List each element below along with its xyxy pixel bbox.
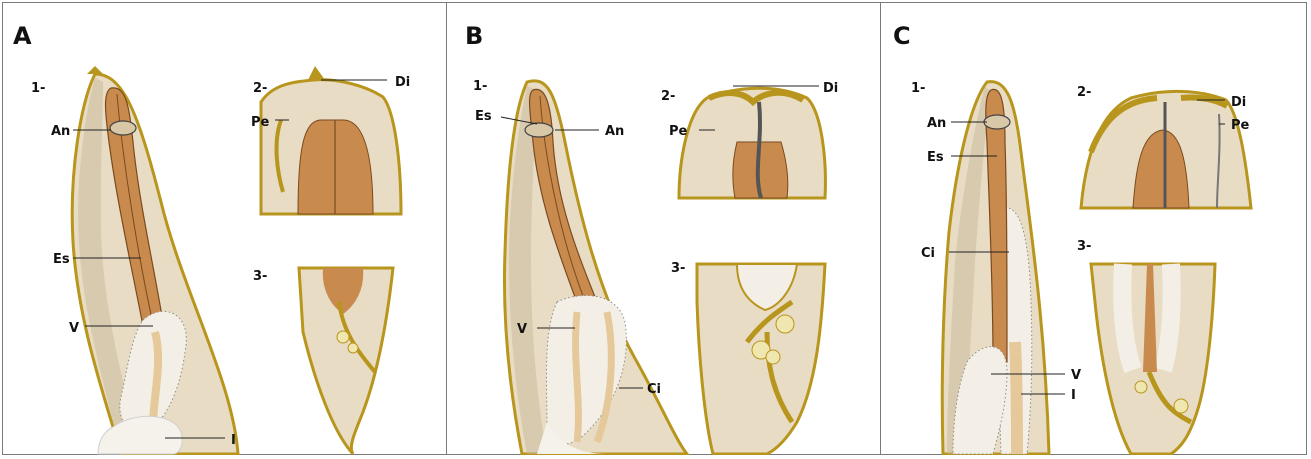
subfigure-2-label: 2-: [1077, 85, 1091, 100]
panel-a: A: [3, 2, 446, 455]
larva-head-detail: [261, 66, 401, 214]
larva-anterior-body: [72, 66, 238, 454]
larva-tail-detail: [299, 268, 393, 454]
label-pe: Pe: [669, 124, 688, 139]
larva-tail-detail: [1091, 264, 1215, 454]
panel-letter: B: [465, 22, 483, 50]
label-di: Di: [395, 75, 410, 90]
label-pe: Pe: [1231, 118, 1250, 133]
label-di: Di: [823, 81, 838, 96]
subfigure-3-label: 3-: [671, 261, 685, 276]
label-an: An: [51, 124, 70, 139]
label-es: Es: [53, 252, 70, 267]
label-v: V: [1071, 368, 1081, 383]
subfigure-1-label: 1-: [31, 81, 45, 96]
label-di: Di: [1231, 95, 1246, 110]
subfigure-3-label: 3-: [1077, 239, 1091, 254]
label-v: V: [69, 321, 79, 336]
larva-tail-detail: [697, 264, 825, 454]
label-pe: Pe: [251, 115, 270, 130]
label-ci: Ci: [921, 246, 935, 261]
panel-c-illustration: 1- 2- 3- An Es Ci V I Di Pe: [881, 2, 1307, 455]
label-i: I: [231, 433, 236, 448]
larva-head-detail: [679, 88, 825, 198]
panel-b-illustration: 1- 2- 3- Es An V Ci Pe Di: [447, 2, 880, 455]
subfigure-2-label: 2-: [253, 81, 267, 96]
subfigure-1-label: 1-: [911, 81, 925, 96]
label-es: Es: [927, 150, 944, 165]
subfigure-2-label: 2-: [661, 89, 675, 104]
label-v: V: [517, 322, 527, 337]
subfigure-1-label: 1-: [473, 79, 487, 94]
larva-head-detail: [1081, 91, 1251, 208]
label-es: Es: [475, 109, 492, 124]
label-an: An: [605, 124, 624, 139]
panel-b: B: [447, 2, 880, 455]
subfigure-3-label: 3-: [253, 269, 267, 284]
panel-a-illustration: 1- 2- 3- An Es V I Pe Di: [3, 2, 446, 455]
panel-letter: A: [13, 22, 32, 50]
label-i: I: [1071, 388, 1076, 403]
label-an: An: [927, 116, 946, 131]
panel-c: C: [881, 2, 1307, 455]
panel-letter: C: [893, 22, 911, 50]
larva-anterior-body: [504, 81, 687, 454]
label-ci: Ci: [647, 382, 661, 397]
larva-anterior-body: [942, 82, 1049, 454]
